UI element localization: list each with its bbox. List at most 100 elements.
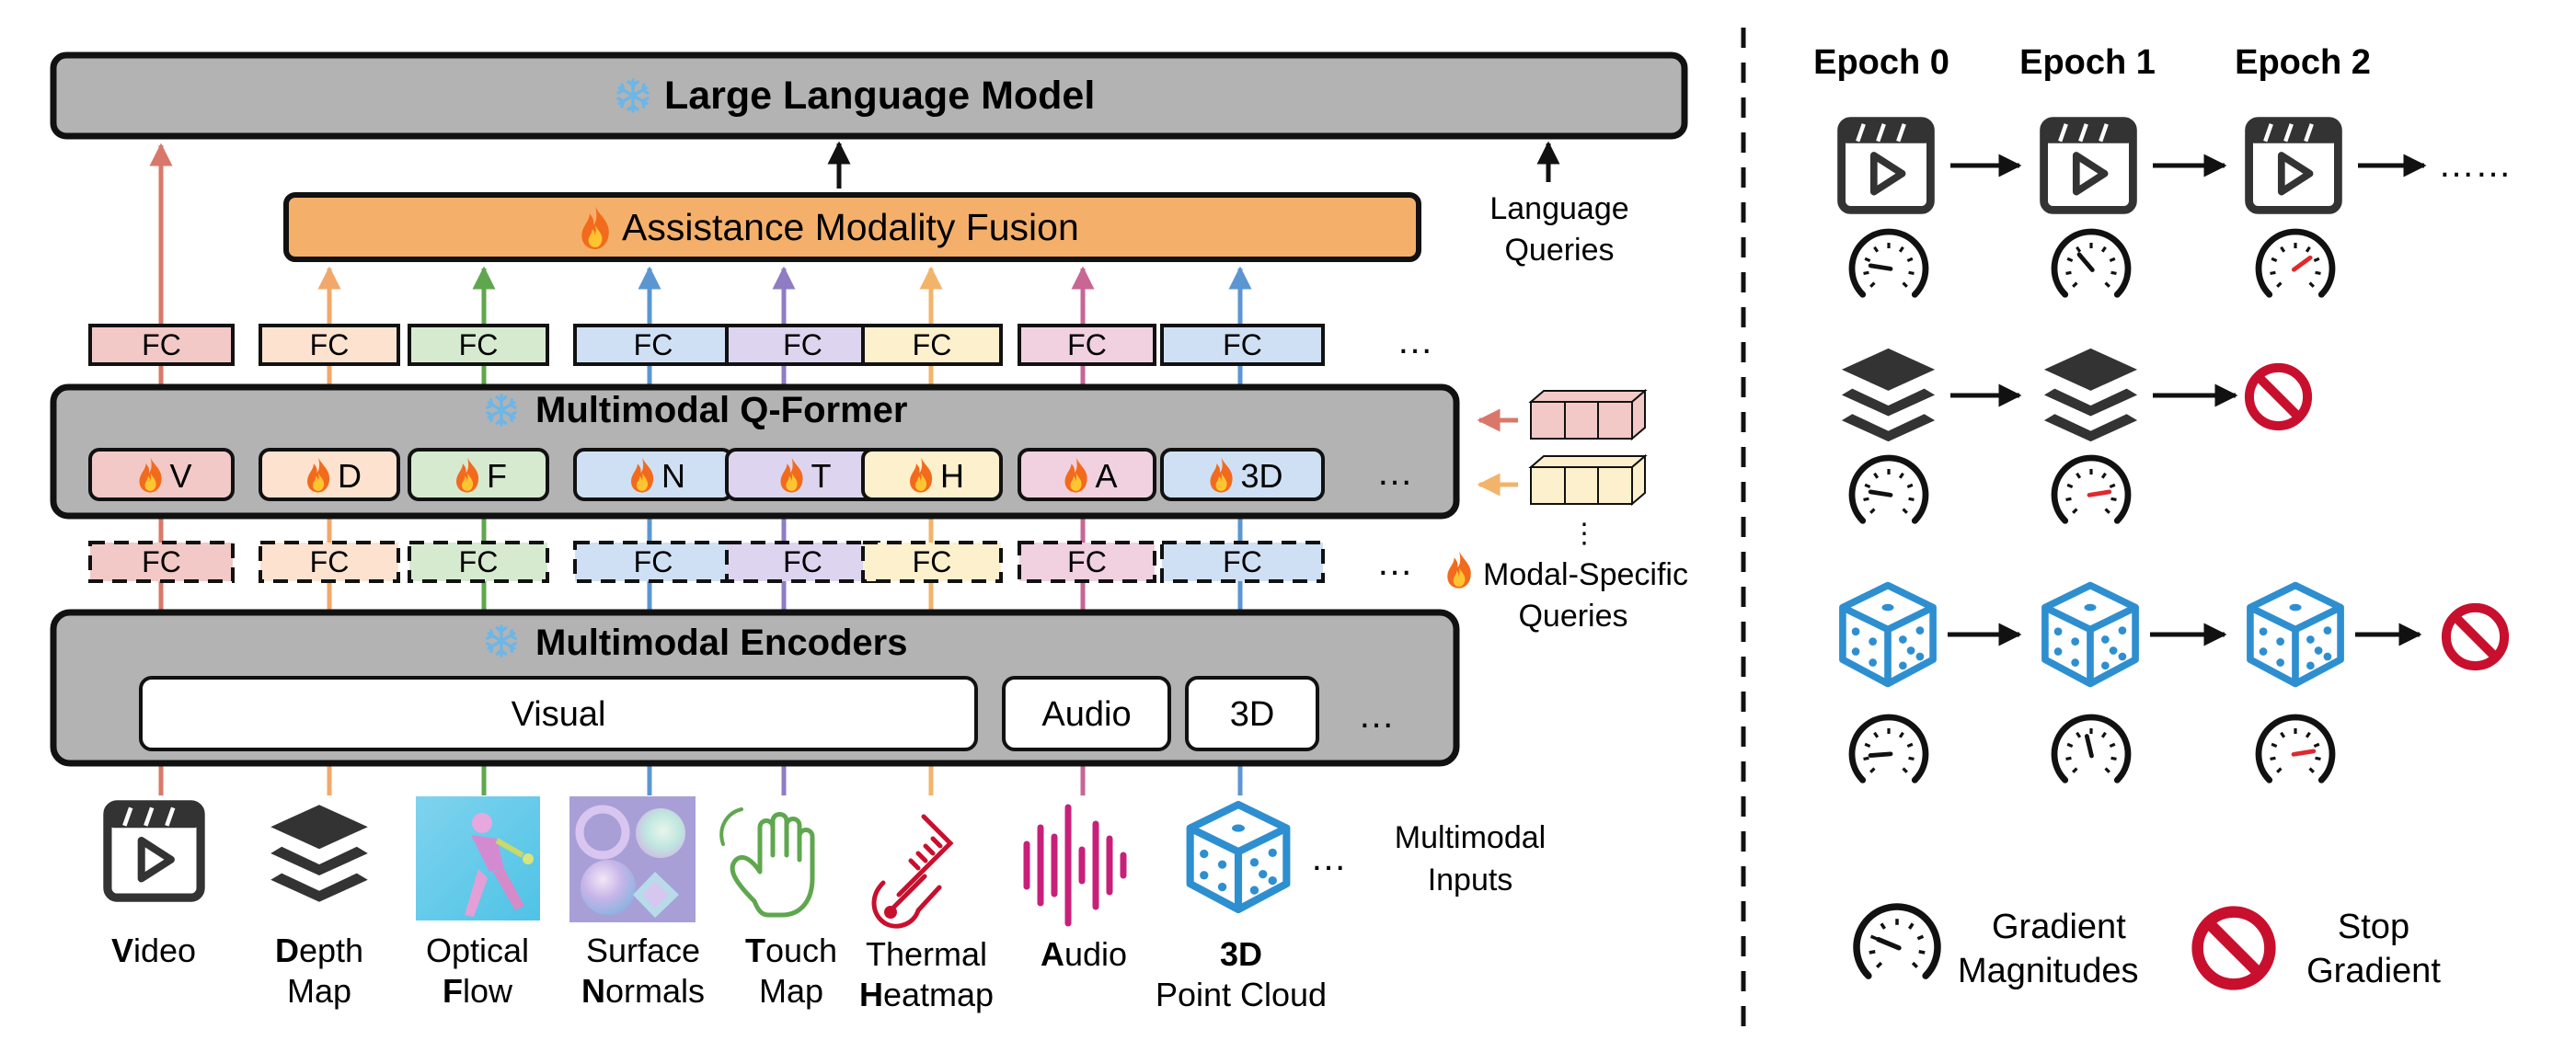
fc-layer xyxy=(1160,541,1325,583)
encoders-label: Multimodal Encoders xyxy=(535,623,908,663)
epoch-headers: Epoch 0 Epoch 1 Epoch 2 xyxy=(1813,43,2371,82)
optical-flow-icon xyxy=(416,796,540,920)
fc-layer xyxy=(259,541,400,583)
query-token xyxy=(408,448,549,501)
fc-layer xyxy=(259,324,400,366)
fc-layer xyxy=(573,541,733,583)
depth-map-icon xyxy=(2043,348,2138,442)
normals-label-line2: Normals xyxy=(581,972,705,1010)
video-icon xyxy=(108,805,201,898)
query-token-label: T xyxy=(811,457,832,495)
fc-layer xyxy=(1018,324,1156,366)
fc-layer xyxy=(1160,324,1325,366)
pc-label: 3D xyxy=(1220,935,1262,973)
flow-label-line2: Flow xyxy=(443,972,513,1010)
video-query-cube xyxy=(1528,388,1648,441)
legend-gradient-line2: Magnitudes xyxy=(1958,952,2138,990)
fc-label: FC xyxy=(783,545,822,578)
encoders-box: Multimodal Encoders Visual Audio 3D xyxy=(50,609,1460,767)
fc-label: FC xyxy=(142,328,181,361)
touch-map-icon xyxy=(719,807,815,918)
gauge-icon xyxy=(1853,903,1941,979)
trailing-dots: …… xyxy=(2438,144,2512,185)
audio-label: Audio xyxy=(1041,935,1127,973)
thermal-icon xyxy=(871,814,954,929)
point-cloud-icon xyxy=(1843,586,1933,684)
fc-layer xyxy=(1018,541,1156,583)
fc-layer xyxy=(88,541,235,583)
legend: Gradient Magnitudes Stop Gradient xyxy=(1853,903,2441,990)
epoch-2-header: Epoch 2 xyxy=(2235,43,2371,82)
legend-stop-line1: Stop xyxy=(2338,908,2409,946)
gradient-gauge-icon xyxy=(1853,903,1941,979)
multimodal-inputs-line1: Multimodal xyxy=(1395,820,1546,855)
pc-encoder-label: 3D xyxy=(1230,695,1275,734)
stop-gradient-icon xyxy=(2249,368,2307,426)
encoder-ellipsis: … xyxy=(1358,695,1395,736)
normals-label: Surface xyxy=(586,932,700,969)
fusion-label: Assistance Modality Fusion xyxy=(622,206,1079,248)
query-token-label: N xyxy=(661,457,685,495)
audio-icon xyxy=(1023,804,1127,927)
touch-label: Touch xyxy=(745,932,837,969)
fc-label: FC xyxy=(459,545,499,578)
video-icon xyxy=(2249,121,2339,211)
gauge-icon xyxy=(2255,228,2336,298)
fusion-box: Assistance Modality Fusion xyxy=(283,192,1421,262)
query-token xyxy=(259,448,400,501)
point-cloud-icon xyxy=(1190,805,1287,909)
llm-box: Large Language Model xyxy=(50,51,1688,140)
gauge-icon xyxy=(2051,228,2132,298)
llm-label: Large Language Model xyxy=(664,74,1095,118)
thermal-label-line2: Heatmap xyxy=(859,976,994,1013)
modal-queries-line1: Modal-Specific xyxy=(1483,557,1688,592)
gauge-icon xyxy=(1848,714,1929,783)
fc-layer xyxy=(88,324,235,366)
depth-label: Depth xyxy=(275,932,363,969)
depth-label-line2: Map xyxy=(287,972,351,1010)
modal-queries-line2: Queries xyxy=(1518,599,1627,634)
fc-label: FC xyxy=(142,545,181,578)
fc-label: FC xyxy=(783,328,822,361)
fc-label: FC xyxy=(459,328,499,361)
input-icons xyxy=(108,796,1287,929)
input-labels: Video Depth Map Optical Flow Surface Nor… xyxy=(111,932,1327,1013)
qformer-label: Multimodal Q-Former xyxy=(535,390,907,430)
multimodal-inputs-line2: Inputs xyxy=(1428,863,1513,898)
query-token-label: 3D xyxy=(1241,457,1283,495)
fc-label: FC xyxy=(913,545,952,578)
language-queries-line1: Language xyxy=(1489,191,1628,226)
depth-map-icon xyxy=(1841,348,1936,442)
point-cloud-icon xyxy=(2250,586,2340,684)
input-ellipsis: … xyxy=(1310,838,1347,878)
query-token xyxy=(1018,448,1156,501)
language-queries-line2: Queries xyxy=(1504,233,1614,268)
query-token xyxy=(725,448,880,501)
query-token xyxy=(861,448,1003,501)
pc-encoder xyxy=(1185,676,1319,751)
fc-label: FC xyxy=(1223,545,1262,578)
depth-map-icon xyxy=(270,805,368,902)
query-token-label: A xyxy=(1096,457,1118,495)
pc-label-line2: Point Cloud xyxy=(1156,976,1327,1013)
fc-layer xyxy=(725,324,880,366)
gauge-icon xyxy=(1848,454,1929,524)
video-epoch-row: …… xyxy=(1842,121,2512,211)
query-token-label: H xyxy=(940,457,964,495)
visual-encoder xyxy=(139,676,978,751)
stop-gradient-icon xyxy=(2198,912,2271,985)
fc-bottom-ellipsis: … xyxy=(1376,543,1413,583)
touch-label-line2: Map xyxy=(759,972,823,1010)
video-icon xyxy=(2044,121,2133,211)
depth-epoch-row xyxy=(1841,348,2307,442)
query-token-label: F xyxy=(487,457,507,495)
flame-icon xyxy=(1447,551,1471,589)
gauge-icon xyxy=(2051,454,2132,524)
gradient-gauges xyxy=(1848,228,2336,783)
thermal-label: Thermal xyxy=(866,935,987,973)
fc-label: FC xyxy=(1067,328,1107,361)
epoch-0-header: Epoch 0 xyxy=(1813,43,1949,82)
